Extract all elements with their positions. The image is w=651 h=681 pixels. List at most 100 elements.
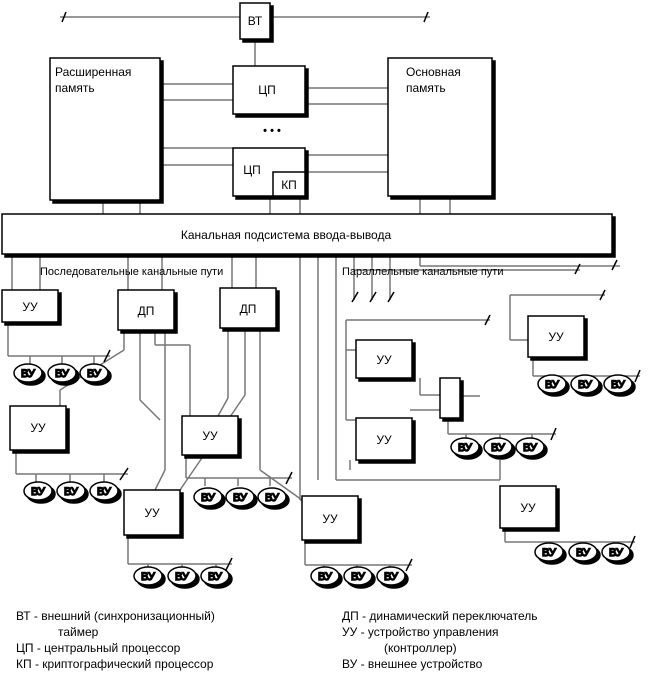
external-device-label: ВУ bbox=[55, 368, 70, 380]
crypto-processor-box bbox=[272, 171, 306, 197]
channel-subsystem-label: Канальная подсистема ввода-вывода bbox=[181, 228, 392, 242]
external-device-label: ВУ bbox=[491, 442, 506, 454]
main-memory-label: память bbox=[406, 81, 446, 95]
cpu-label: ЦП bbox=[258, 83, 276, 97]
external-device-oval bbox=[56, 481, 86, 501]
cpu-label: ЦП bbox=[243, 163, 261, 177]
extended-memory-box bbox=[49, 57, 161, 201]
external-device-label: ВУ bbox=[351, 571, 366, 583]
external-device-label: ВУ bbox=[64, 486, 79, 498]
path-ticks bbox=[61, 11, 641, 572]
cpu-box-1 bbox=[232, 65, 306, 115]
control-unit-label: УУ bbox=[376, 353, 392, 367]
external-device-label: ВУ bbox=[87, 368, 102, 380]
external-device-oval bbox=[225, 487, 255, 507]
control-unit-box bbox=[9, 405, 67, 451]
legend-right: ДП - динамический переключатель УУ - уст… bbox=[342, 608, 538, 672]
control-unit-box bbox=[355, 417, 413, 461]
external-device-label: ВУ bbox=[576, 547, 591, 559]
external-device-oval bbox=[79, 363, 109, 383]
external-device-label: ВУ bbox=[523, 442, 538, 454]
serial-paths-label: Последовательные канальные пути bbox=[40, 266, 223, 278]
extended-memory-label: память bbox=[55, 81, 95, 95]
switch-label: ДП bbox=[138, 304, 155, 318]
control-unit-label: УУ bbox=[202, 429, 218, 443]
external-device-oval bbox=[376, 566, 406, 586]
external-device-label: ВУ bbox=[141, 571, 156, 583]
external-device-oval bbox=[13, 363, 43, 383]
external-device-oval bbox=[310, 566, 340, 586]
io-architecture-diagram: ВУ ВУ ВУ ВУ ВУ ВУ ВУ ВУ ВУ ВУ ВУ ВУ ВУ ВУ ВУ ВУ ВУ ВУ ВУ ВУ… bbox=[1, 2, 641, 586]
external-device-label: ВУ bbox=[545, 379, 560, 391]
external-device-oval bbox=[167, 566, 197, 586]
control-unit-label: УУ bbox=[520, 501, 536, 515]
ellipsis-label: • • • bbox=[263, 125, 281, 137]
legend-item-bt: ВТ - внешний (синхронизационный) bbox=[16, 609, 215, 623]
external-device-label: ВУ bbox=[21, 368, 36, 380]
external-device-oval bbox=[603, 374, 633, 394]
external-device-oval bbox=[570, 374, 600, 394]
extended-memory-label: Расширенная bbox=[55, 65, 131, 79]
external-device-label: ВУ bbox=[201, 492, 216, 504]
timer-box bbox=[239, 2, 271, 40]
external-device-label: ВУ bbox=[265, 492, 280, 504]
switch-label: ДП bbox=[240, 302, 257, 316]
external-device-oval bbox=[343, 566, 373, 586]
external-device-oval bbox=[23, 481, 53, 501]
control-unit-label: УУ bbox=[30, 421, 46, 435]
external-device-oval bbox=[568, 542, 598, 562]
external-device-label: ВУ bbox=[578, 379, 593, 391]
parallel-paths-label: Параллельные канальные пути bbox=[342, 266, 503, 278]
external-device-oval bbox=[257, 487, 287, 507]
legend-left: ВТ - внешний (синхронизационный) таймер … bbox=[16, 608, 215, 672]
external-device-oval bbox=[450, 437, 480, 457]
control-unit-label: УУ bbox=[548, 330, 564, 344]
crypto-processor-label: КП bbox=[281, 178, 297, 192]
external-device-label: ВУ bbox=[542, 547, 557, 559]
external-device-label: ВУ bbox=[175, 571, 190, 583]
main-memory-label: Основная bbox=[406, 65, 461, 79]
external-device-oval bbox=[515, 437, 545, 457]
connection-lines bbox=[7, 16, 640, 573]
external-device-label: ВУ bbox=[97, 486, 112, 498]
control-unit-label: УУ bbox=[376, 433, 392, 447]
legend-item-uu: УУ - устройство управления bbox=[342, 625, 499, 639]
external-device-oval bbox=[193, 487, 223, 507]
control-unit-box bbox=[1, 289, 59, 323]
external-device-oval bbox=[537, 374, 567, 394]
legend-item-kp: КП - криптографический процессор bbox=[16, 657, 214, 671]
switch-box bbox=[117, 289, 175, 331]
control-unit-box bbox=[355, 339, 413, 379]
external-device-oval bbox=[133, 566, 163, 586]
control-unit-box bbox=[499, 485, 557, 529]
external-device-oval bbox=[200, 566, 230, 586]
legend-item-vu: ВУ - внешнее устройство bbox=[342, 657, 483, 671]
control-unit-label: УУ bbox=[144, 506, 160, 520]
timer-label: ВТ bbox=[248, 14, 263, 28]
external-device-label: ВУ bbox=[384, 571, 399, 583]
control-unit-box bbox=[181, 415, 239, 456]
external-device-oval bbox=[534, 542, 564, 562]
legend-item-uu-cont: (контроллер) bbox=[384, 641, 457, 655]
legend-item-dp: ДП - динамический переключатель bbox=[342, 609, 538, 623]
external-device-label: ВУ bbox=[458, 442, 473, 454]
legend-item-bt-cont: таймер bbox=[58, 625, 99, 639]
control-unit-label: УУ bbox=[22, 300, 38, 314]
control-unit-box bbox=[527, 315, 585, 358]
control-unit-label: УУ bbox=[322, 512, 338, 526]
external-device-label: ВУ bbox=[611, 379, 626, 391]
external-device-label: ВУ bbox=[318, 571, 333, 583]
control-unit-box bbox=[123, 489, 181, 536]
external-device-oval bbox=[483, 437, 513, 457]
legend-item-cp: ЦП - центральный процессор bbox=[16, 641, 181, 655]
external-device-oval bbox=[47, 363, 77, 383]
external-device-label: ВУ bbox=[233, 492, 248, 504]
channel-subsystem-bar bbox=[1, 213, 613, 255]
small-switch-box bbox=[439, 377, 461, 419]
external-device-label: ВУ bbox=[31, 486, 46, 498]
external-device-oval bbox=[601, 542, 631, 562]
control-unit-box bbox=[301, 495, 359, 541]
external-device-label: ВУ bbox=[208, 571, 223, 583]
switch-box bbox=[219, 287, 277, 329]
main-memory-box bbox=[387, 57, 493, 197]
